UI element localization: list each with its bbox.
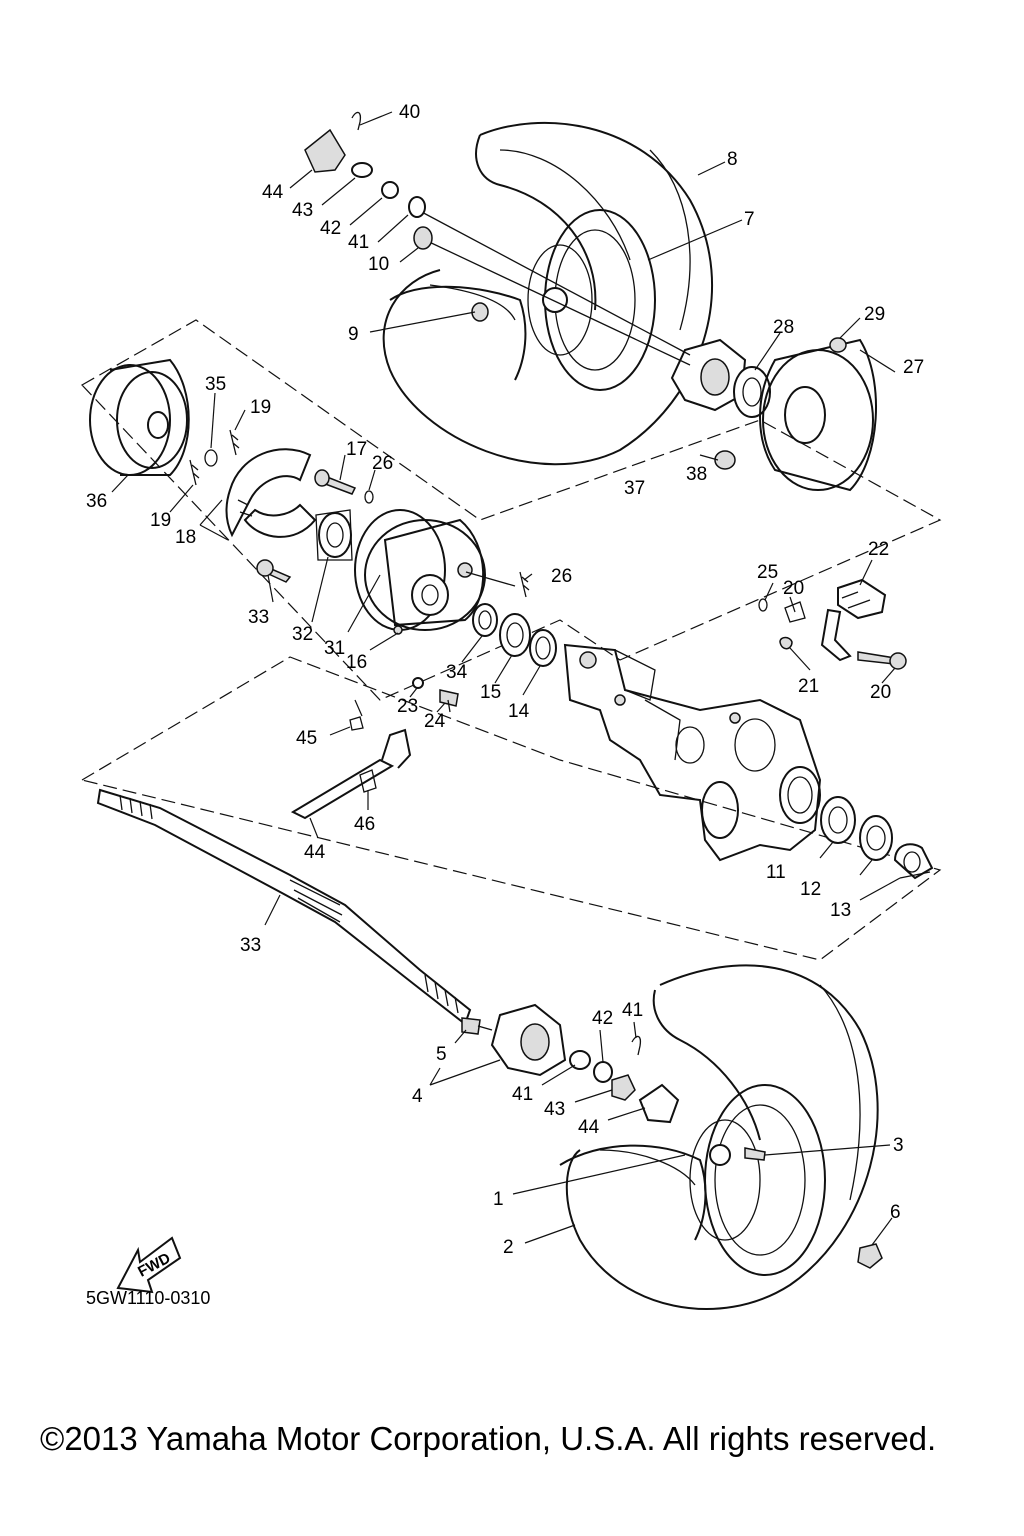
callout-26b: 25 [757,562,778,583]
callout-21: 20 [870,682,891,703]
callout-23: 22 [868,539,889,560]
callout-28: 27 [903,357,924,378]
callout-36: 35 [205,374,226,395]
callout-20: 20 [783,578,804,599]
callout-30: 29 [864,304,885,325]
copyright-notice: ©2013 Yamaha Motor Corporation, U.S.A. A… [40,1420,936,1457]
callout-5: 5 [436,1044,447,1065]
callout-34: 33 [240,935,261,956]
upper-wheel [382,121,713,466]
callout-16: 16 [346,652,367,673]
callout-40b: 41 [512,1084,533,1105]
assembly-outline [80,319,942,961]
callout-10: 10 [368,254,389,275]
callout-9: 9 [348,324,359,345]
callout-38: 37 [624,478,645,499]
backing-plate-assembly [256,469,530,635]
callout-27: 26 [551,566,572,587]
rod-assembly [290,716,412,820]
diagram-code: 5GW1110-0310 [86,1288,210,1308]
callout-41: 42 [320,218,341,239]
callout-43: 40 [399,102,420,123]
callout-32: 32 [292,624,313,645]
lower-wheel [559,964,883,1311]
callout-8: 8 [727,149,738,170]
lower-hub-assembly [461,1003,680,1124]
callout-35: 34 [446,662,468,683]
callout-33: 33 [248,607,269,628]
upper-axle-fasteners [304,111,691,366]
callout-47: 46 [354,814,375,835]
callout-19a: 19 [250,397,271,418]
callout-4: 4 [412,1086,423,1107]
callout-29: 28 [773,317,794,338]
callout-labels: 40 44 43 42 41 10 8 7 9 29 28 27 35 19 1… [86,102,924,1258]
callout-18: 18 [175,527,196,548]
callout-3: 3 [893,1135,904,1156]
axle-bearings-right [820,796,934,880]
callout-6: 6 [890,1202,901,1223]
callout-14: 14 [508,701,530,722]
upper-hub-assembly [670,337,878,492]
axle-shaft [96,788,472,1026]
axle-housing [563,643,822,862]
callout-22: 21 [798,676,819,697]
brake-assembly [89,358,317,538]
fwd-arrow-icon: FWD [116,1236,182,1294]
callout-31: 31 [324,638,345,659]
callout-2: 2 [503,1237,514,1258]
callout-26a: 26 [372,453,393,474]
callout-25: 24 [424,711,446,732]
callout-41b: 42 [592,1008,613,1029]
callout-12: 12 [800,879,821,900]
callout-15: 15 [480,682,501,703]
callout-46: 45 [296,728,317,749]
callout-42: 43 [292,200,313,221]
callout-44b: 44 [578,1117,600,1138]
callout-37: 36 [86,491,107,512]
callout-13: 13 [830,900,851,921]
callout-43b: 41 [622,1000,643,1021]
callout-19b: 19 [150,510,171,531]
callout-45: 44 [304,842,326,863]
leader-lines [111,111,931,1246]
callout-40: 41 [348,232,369,253]
axle-bearings-left [412,603,557,713]
callout-11: 11 [766,862,786,883]
callout-24: 23 [397,696,418,717]
callout-44: 44 [262,182,284,203]
callout-7: 7 [744,209,755,230]
callout-39: 38 [686,464,707,485]
callout-42b: 43 [544,1099,565,1120]
callout-1: 1 [493,1189,504,1210]
bracket-assembly [758,578,907,670]
callout-17: 17 [346,439,367,460]
